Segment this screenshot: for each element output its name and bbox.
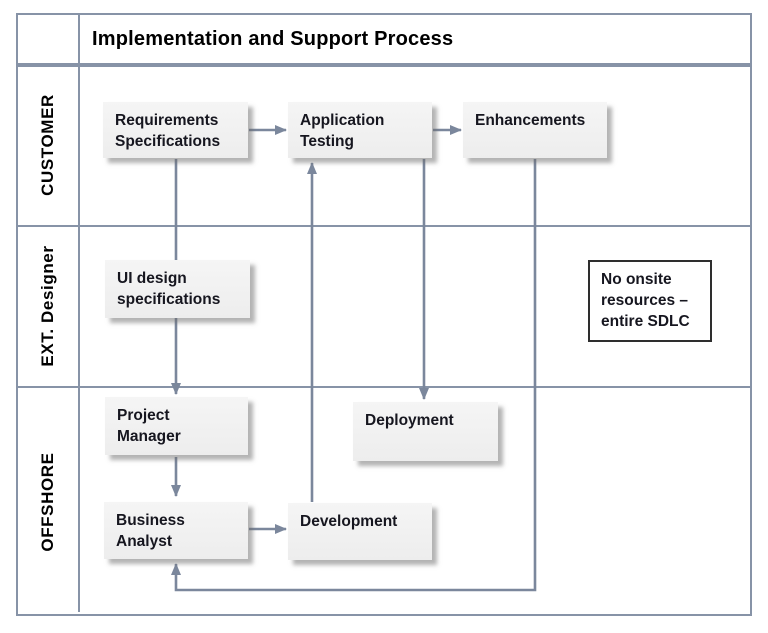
process-box-enhancements: Enhancements xyxy=(463,102,607,158)
box-label-line: Manager xyxy=(117,428,181,445)
box-label-line: Project xyxy=(117,407,170,424)
arrow-enhancements-to-business-analyst xyxy=(171,159,537,592)
process-box-ui-design-specifications: UI design specifications xyxy=(105,260,250,318)
process-box-application-testing: Application Testing xyxy=(288,102,432,158)
note-line: entire SDLC xyxy=(601,313,690,330)
process-box-development: Development xyxy=(288,503,432,560)
process-box-requirements-specifications: Requirements Specifications xyxy=(103,102,248,158)
box-label-line: Application xyxy=(300,112,385,129)
header-divider xyxy=(16,63,752,67)
box-label-line: Business xyxy=(116,512,185,529)
page-title: Implementation and Support Process xyxy=(92,28,454,50)
process-box-deployment: Deployment xyxy=(353,402,498,461)
box-label-line: UI design xyxy=(117,270,187,287)
note-no-onsite-resources: No onsite resources – entire SDLC xyxy=(588,260,712,342)
box-label-line: Deployment xyxy=(365,412,454,429)
note-line: No onsite xyxy=(601,271,672,288)
lane-divider-customer-ext xyxy=(16,225,752,227)
process-box-business-analyst: Business Analyst xyxy=(104,502,248,559)
box-label-line: Analyst xyxy=(116,533,172,550)
label-column-divider xyxy=(78,13,80,612)
box-label-line: Development xyxy=(300,513,398,530)
process-box-project-manager: Project Manager xyxy=(105,397,248,455)
box-label-line: Enhancements xyxy=(475,112,586,129)
box-label-line: specifications xyxy=(117,291,221,308)
box-label-line: Requirements xyxy=(115,112,219,129)
note-line: resources – xyxy=(601,292,689,309)
table-border xyxy=(16,13,752,616)
lane-divider-ext-offshore xyxy=(16,386,752,388)
box-label-line: Testing xyxy=(300,133,354,150)
box-label-line: Specifications xyxy=(115,133,221,150)
